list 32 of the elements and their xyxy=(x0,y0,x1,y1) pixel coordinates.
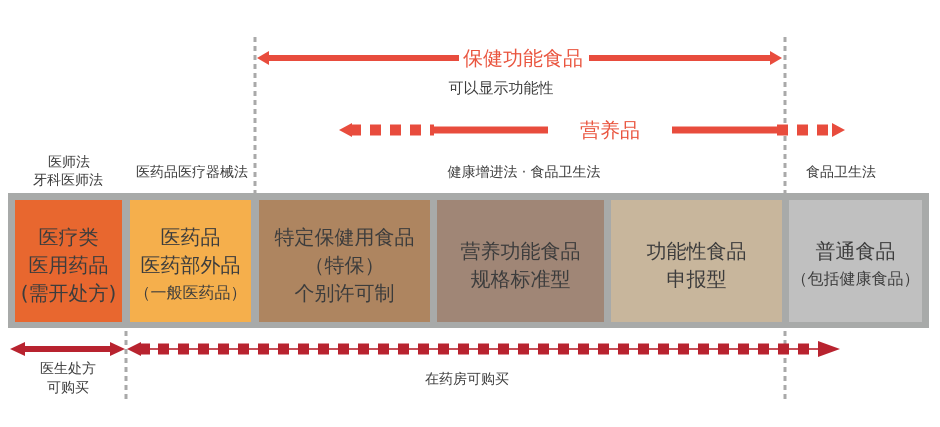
law-label: 健康增进法 · 食品卫生法 xyxy=(447,164,601,182)
category-label: 医疗类 xyxy=(38,224,98,251)
category-label: 个别许可制 xyxy=(294,280,394,307)
category-label: 医药品 xyxy=(160,224,220,251)
category-band xyxy=(8,193,929,328)
category-tile xyxy=(15,200,122,322)
purchase-note: 在药房可购买 xyxy=(425,372,509,388)
category-tile xyxy=(437,200,604,322)
category-tile xyxy=(789,200,922,322)
category-tile xyxy=(259,200,430,322)
category-label: 规格标准型 xyxy=(470,266,570,293)
law-label: 食品卫生法 xyxy=(806,164,876,182)
range-label: 营养品 xyxy=(580,118,640,142)
category-label: （一般医药品） xyxy=(134,282,246,304)
law-label: 牙科医师法 xyxy=(33,172,103,190)
note-text: 可以显示功能性 xyxy=(448,79,554,97)
law-label: 医师法 xyxy=(48,154,90,172)
purchase-note: 医生处方可购买 xyxy=(39,360,97,398)
category-label: 功能性食品 xyxy=(646,238,746,265)
category-label: （特保） xyxy=(304,252,384,279)
category-label: 医用药品 xyxy=(28,252,108,279)
range-label: 保健功能食品 xyxy=(463,46,583,70)
category-label: 申报型 xyxy=(666,266,726,293)
category-label: 特定保健用食品 xyxy=(274,224,414,251)
category-label: 普通食品 xyxy=(816,238,896,265)
category-label: （包括健康食品） xyxy=(792,268,920,290)
category-tile xyxy=(611,200,782,322)
category-label: 营养功能食品 xyxy=(460,238,580,265)
category-label: 医药部外品 xyxy=(140,252,240,279)
category-label: (需开处方) xyxy=(20,280,116,307)
category-tile xyxy=(130,200,251,322)
law-label: 医药品医疗器械法 xyxy=(136,164,248,182)
